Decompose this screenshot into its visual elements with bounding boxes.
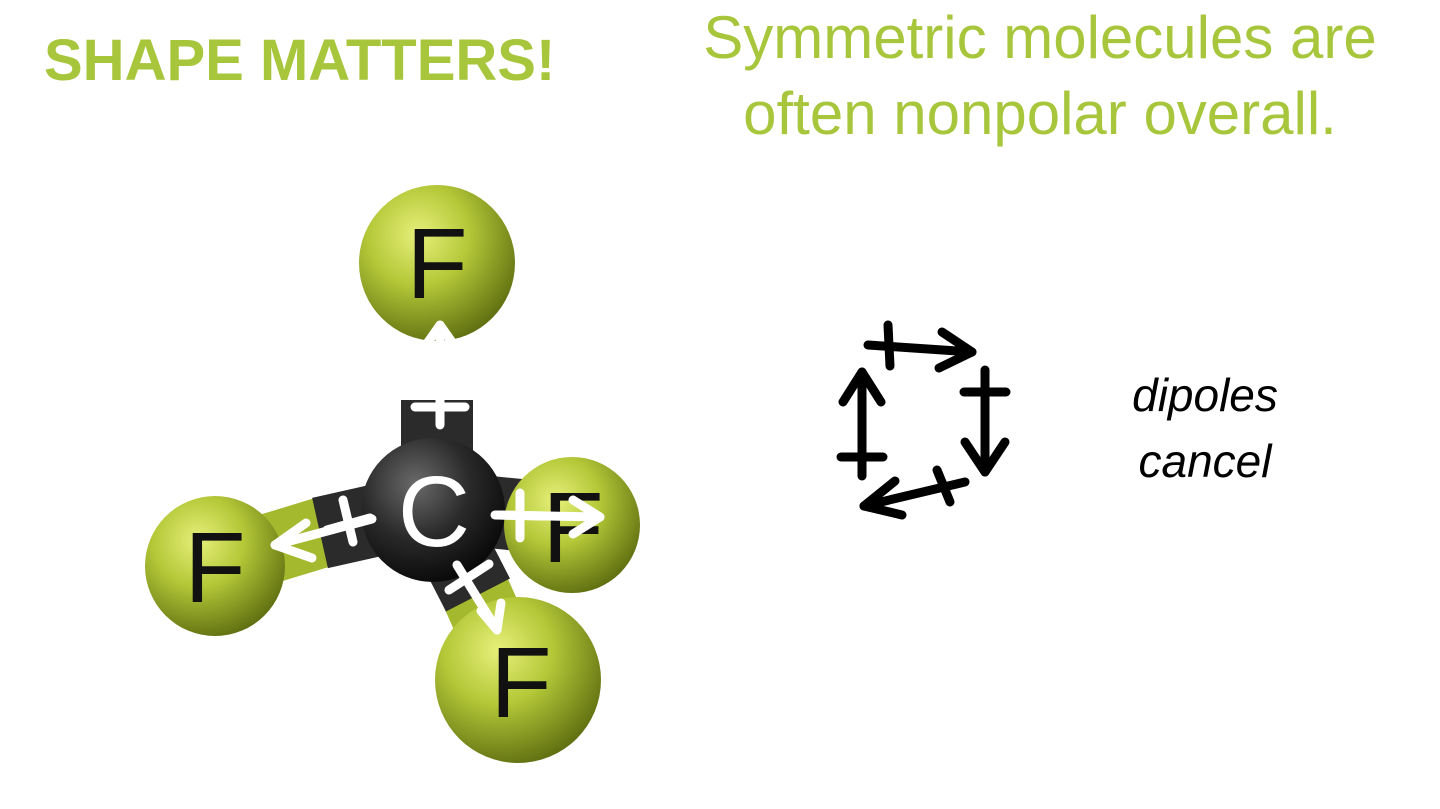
note-line-1: dipoles bbox=[1132, 369, 1278, 421]
loop-arrow-top bbox=[863, 320, 977, 373]
fluorine-atom-top bbox=[359, 185, 515, 341]
carbon-atom bbox=[361, 438, 505, 582]
fluorine-label-right: F bbox=[542, 472, 603, 584]
cancel-dipole-loop bbox=[836, 320, 1011, 520]
loop-arrow-left bbox=[836, 367, 888, 481]
fluorine-label-left: F bbox=[184, 512, 245, 624]
dipoles-cancel-note: dipoles cancel bbox=[1090, 362, 1320, 494]
dipole-arrow-left bbox=[270, 495, 377, 563]
fluorine-label-top: F bbox=[406, 208, 467, 320]
dipole-arrow-top bbox=[410, 320, 470, 430]
slide-subtitle: Symmetric molecules are often nonpolar o… bbox=[660, 0, 1420, 152]
fluorine-atom-right bbox=[504, 457, 640, 593]
dipole-arrow-right bbox=[490, 488, 605, 543]
fluorine-atom-bottom bbox=[435, 597, 601, 763]
subtitle-line-1: Symmetric molecules are bbox=[703, 4, 1377, 71]
subtitle-line-2: often nonpolar overall. bbox=[743, 80, 1337, 147]
slide-heading: SHAPE MATTERS! bbox=[44, 28, 556, 93]
molecule-dipole-arrows bbox=[270, 320, 605, 635]
fluorine-label-bottom: F bbox=[490, 627, 551, 739]
fluorine-atom-left bbox=[145, 496, 285, 636]
loop-arrow-bottom bbox=[859, 465, 970, 520]
dipole-arrow-bottom bbox=[444, 559, 506, 635]
loop-arrow-right bbox=[959, 365, 1011, 477]
note-line-2: cancel bbox=[1138, 435, 1272, 487]
carbon-label: C bbox=[398, 456, 470, 568]
